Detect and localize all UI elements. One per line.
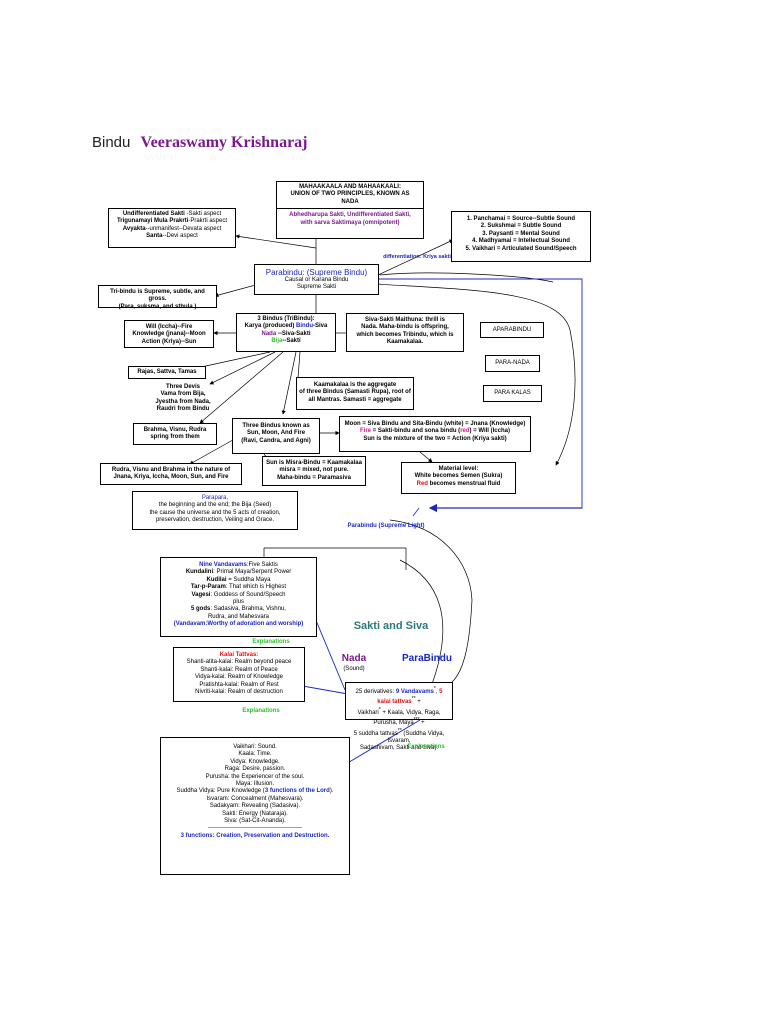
sun-moon-fire-box: Three Bindus known as Sun, Moon, And Fir… <box>232 418 320 454</box>
explanations-label-2: Explanations <box>242 708 280 714</box>
sakti-siva-title: Sakti and Siva <box>353 620 429 632</box>
title-prefix: Bindu <box>92 134 131 151</box>
parabindu-box: Parabindu: (Supreme Bindu) Causal or Kar… <box>254 264 379 295</box>
kalai-tattvas-box: Kalai Tattvas: Shanti-atita-kalai: Realm… <box>173 647 305 702</box>
parapara-box: Parapara, the beginning and the end; the… <box>132 491 298 530</box>
supreme-light-label: Parabindu (Supreme Light) <box>347 523 425 529</box>
mahaakaala-box: MAHAAKAALA AND MAHAAKAALI: UNION OF TWO … <box>276 181 424 239</box>
misra-bindu-box: Sun is Misra-Bindu = Kaamakalaa misra = … <box>262 456 366 486</box>
undifferentiated-sakti-box: Undifferentiated Sakti -Sakti aspect Tri… <box>108 208 236 248</box>
para-nada-label: PARA-NADA <box>485 355 540 372</box>
nada-label: Nada <box>341 653 367 664</box>
kaamakalaa-box: Kaamakalaa is the aggregate of three Bin… <box>296 377 414 410</box>
tribindu-note-box: Tri-bindu is Supreme, subtle, and gross.… <box>98 285 217 310</box>
siva-sakti-maithuna-box: Siva-Sakti Maithuna: thrill is Nada. Mah… <box>346 313 464 352</box>
sound-levels-box: 1. Panchamai = Source--Subtle Sound 2. S… <box>451 211 591 262</box>
rudra-visnu-brahma-box: Rudra, Visnu and Brahma in the nature of… <box>100 463 242 485</box>
three-bindus-box: 3 Bindus (TriBindu): Karya (produced) Bi… <box>236 313 336 352</box>
gunas-box: Rajas, Sattva, Tamas <box>128 366 206 379</box>
moon-fire-sun-box: Moon = Siva Bindu and Sita-Bindu (white)… <box>339 416 531 452</box>
explanations-label-3: Explanations <box>407 744 445 750</box>
material-level-box: Material level: White becomes Semen (Suk… <box>401 462 516 494</box>
differentiation-label: differentiation: Kriya sakti <box>383 254 451 260</box>
para-kalas-label: PARA KALAS <box>483 385 542 402</box>
three-devis-text: Three Devis Vama from Bija, Jyestha from… <box>155 384 211 413</box>
derivatives-box: 25 derivatives: 9 Vandavams*, 5 kalai ta… <box>345 682 453 751</box>
parabindu-label: ParaBindu <box>401 653 452 664</box>
sound-label: (Sound) <box>343 666 365 672</box>
brahma-visnu-rudra-box: Brahma, Visnu, Rudra spring from them <box>133 423 217 445</box>
explanations-label-1: Explanations <box>252 639 290 645</box>
will-knowledge-action-box: Will (Iccha)--Fire Knowledge (jnana)--Mo… <box>124 320 214 348</box>
author-name: Veeraswamy Krishnaraj <box>140 134 308 151</box>
vaikhari-explanations-box: Vaikhari: Sound. Kaala: Time. Vidya: Kno… <box>160 737 350 875</box>
nine-vandavams-box: Nine Vandavams:Five Saktis Kundalini: Pr… <box>160 557 317 637</box>
aparabindu-label: APARABINDU <box>480 322 544 338</box>
page-title: Bindu Veeraswamy Krishnaraj <box>92 134 308 152</box>
